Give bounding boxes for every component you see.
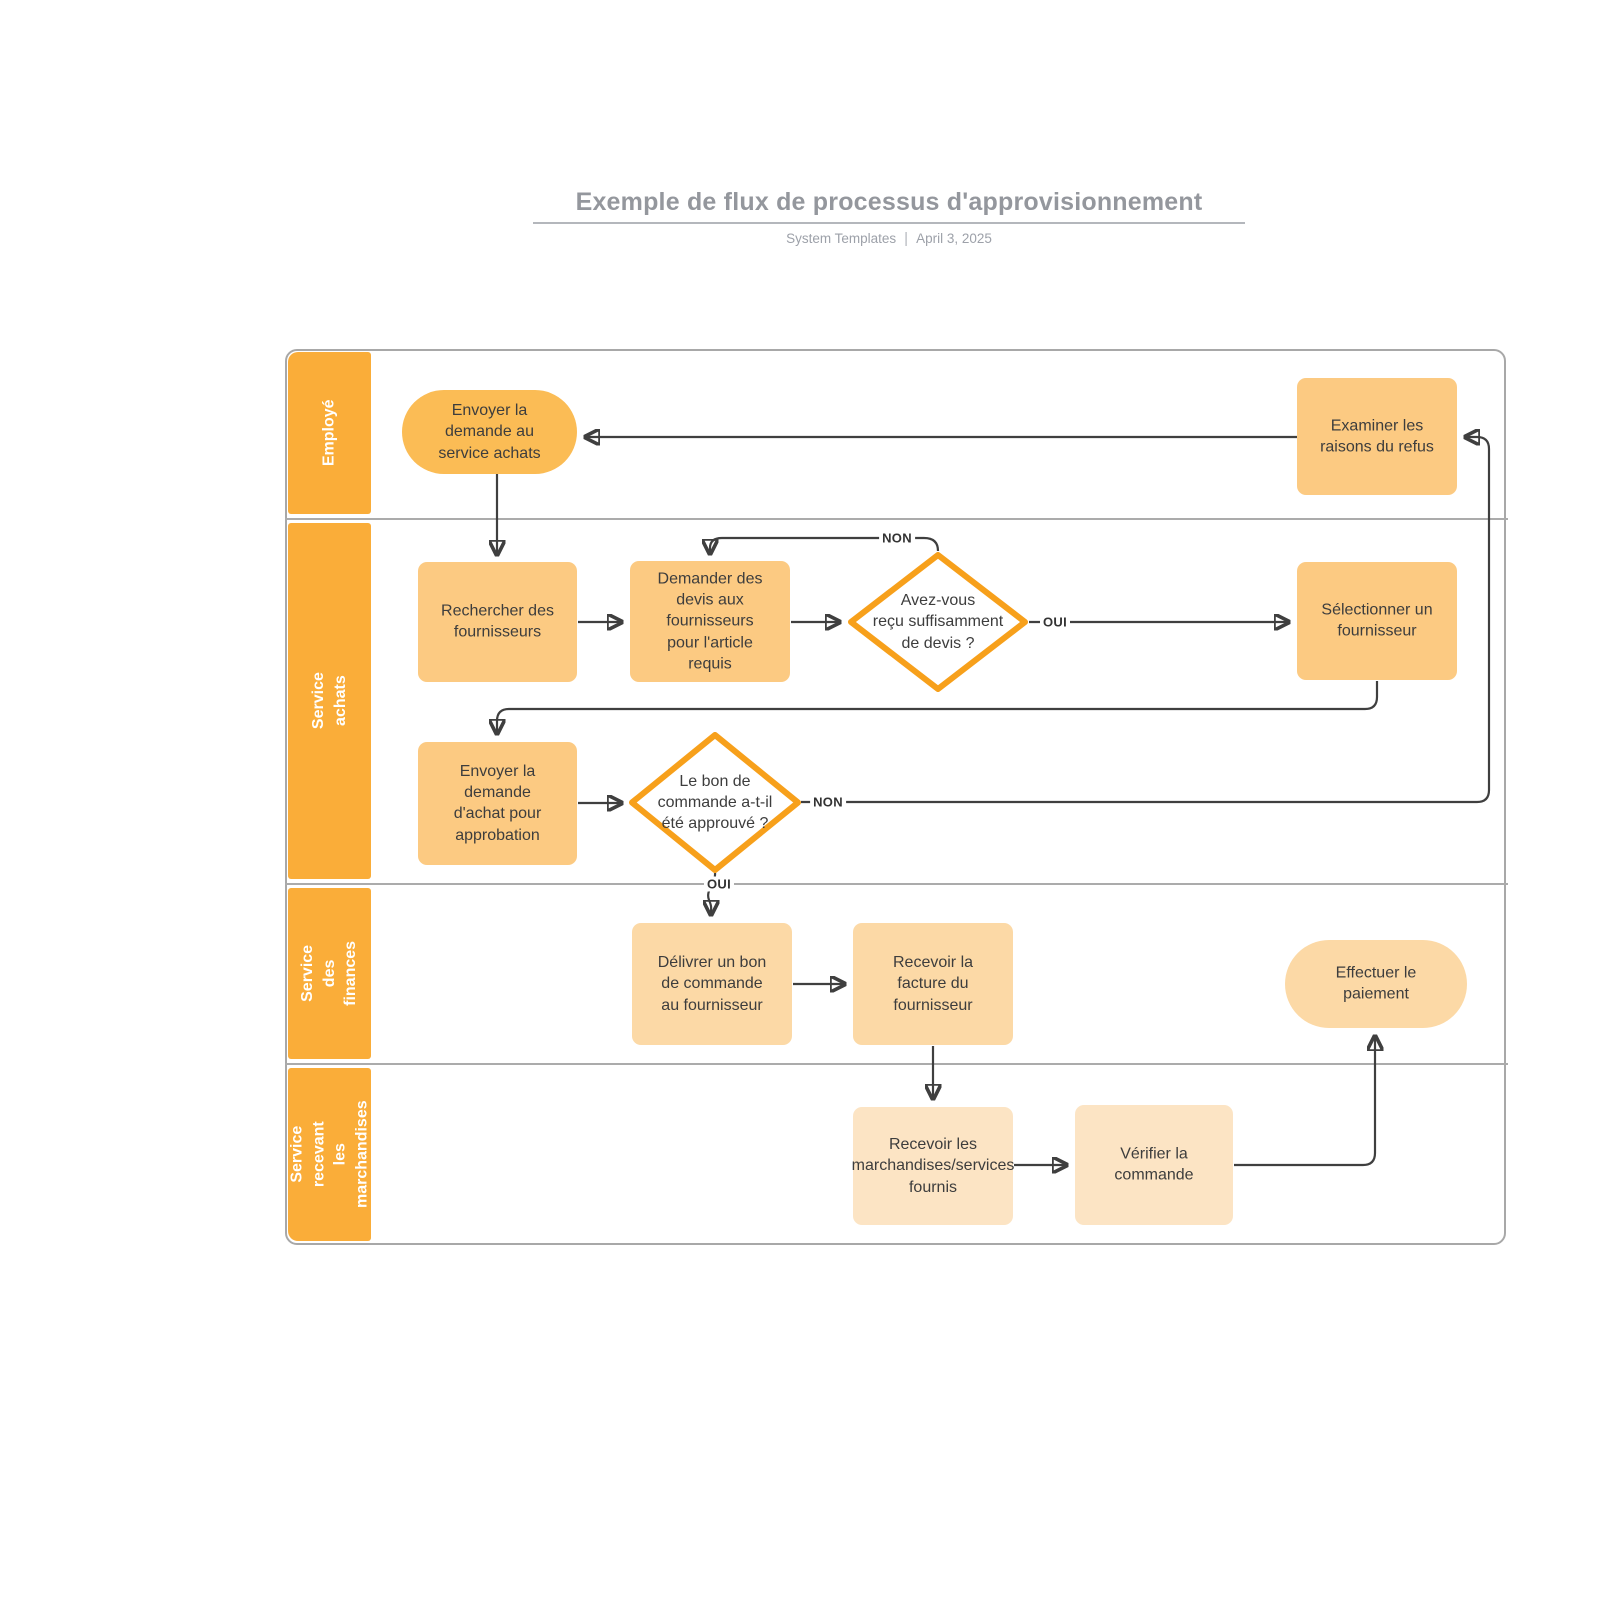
edge-label-non-approbation: NON xyxy=(810,794,846,810)
lane-label: Employé xyxy=(320,399,338,467)
node-envoyer-demande-achat[interactable]: Envoyer la demande d'achat pour approbat… xyxy=(418,742,577,865)
lane-divider xyxy=(285,518,1508,520)
edge-label-oui-devis: OUI xyxy=(1039,614,1071,630)
node-label: Sélectionner un fournisseur xyxy=(1321,601,1433,640)
node-label: Avez-vous reçu suffisamment de devis ? xyxy=(872,591,1004,652)
node-label: Vérifier la commande xyxy=(1114,1145,1194,1184)
node-label: Délivrer un bon de commande au fournisse… xyxy=(657,953,767,1014)
lane-header-service-finances[interactable]: Service des finances xyxy=(288,888,371,1059)
lane-divider xyxy=(285,883,1508,885)
node-rechercher-fournisseurs[interactable]: Rechercher des fournisseurs xyxy=(418,562,577,682)
node-label: Rechercher des fournisseurs xyxy=(441,602,554,641)
node-label: Envoyer la demande au service achats xyxy=(438,401,541,462)
node-decision-bon-commande-approuve[interactable]: Le bon de commande a-t-il été approuvé ? xyxy=(629,732,801,873)
author-label: System Templates xyxy=(786,231,897,246)
node-delivrer-bon-commande[interactable]: Délivrer un bon de commande au fournisse… xyxy=(632,923,792,1045)
subtitle: System Templates | April 3, 2025 xyxy=(533,230,1245,247)
node-effectuer-paiement[interactable]: Effectuer le paiement xyxy=(1285,940,1467,1028)
edge-label-non-devis: NON xyxy=(879,530,915,546)
node-recevoir-marchandises[interactable]: Recevoir les marchandises/services fourn… xyxy=(851,1107,1015,1225)
node-examiner-raisons-refus[interactable]: Examiner les raisons du refus xyxy=(1297,378,1457,495)
lane-divider xyxy=(285,1063,1508,1065)
lane-label: Service achats xyxy=(309,672,349,730)
lane-label: Service recevant les marchandises xyxy=(288,1100,371,1209)
node-label: Examiner les raisons du refus xyxy=(1320,417,1434,456)
node-label: Demander des devis aux fournisseurs pour… xyxy=(657,569,763,673)
title-underline xyxy=(533,222,1245,224)
page-title: Exemple de flux de processus d'approvisi… xyxy=(575,188,1203,216)
lane-header-service-recevant[interactable]: Service recevant les marchandises xyxy=(288,1068,371,1241)
date-label: April 3, 2025 xyxy=(916,231,992,246)
node-label: Effectuer le paiement xyxy=(1335,964,1417,1003)
node-label: Envoyer la demande d'achat pour approbat… xyxy=(453,762,542,844)
node-decision-suffisamment-devis[interactable]: Avez-vous reçu suffisamment de devis ? xyxy=(848,552,1028,692)
node-verifier-commande[interactable]: Vérifier la commande xyxy=(1075,1105,1233,1225)
node-label: Recevoir la facture du fournisseur xyxy=(892,953,974,1014)
node-selectionner-fournisseur[interactable]: Sélectionner un fournisseur xyxy=(1297,562,1457,680)
node-envoyer-demande-service-achats[interactable]: Envoyer la demande au service achats xyxy=(402,390,577,474)
edge-label-oui-approbation: OUI xyxy=(703,876,735,892)
node-label: Le bon de commande a-t-il été approuvé ? xyxy=(657,772,773,833)
node-demander-devis[interactable]: Demander des devis aux fournisseurs pour… xyxy=(630,561,790,682)
lane-header-employe[interactable]: Employé xyxy=(288,352,371,514)
node-recevoir-facture[interactable]: Recevoir la facture du fournisseur xyxy=(853,923,1013,1045)
subtitle-separator: | xyxy=(904,230,909,247)
node-label: Recevoir les marchandises/services fourn… xyxy=(851,1135,1015,1196)
lane-header-service-achats[interactable]: Service achats xyxy=(288,523,371,879)
lane-label: Service des finances xyxy=(299,941,360,1006)
decision-diamond-shape xyxy=(629,732,801,873)
